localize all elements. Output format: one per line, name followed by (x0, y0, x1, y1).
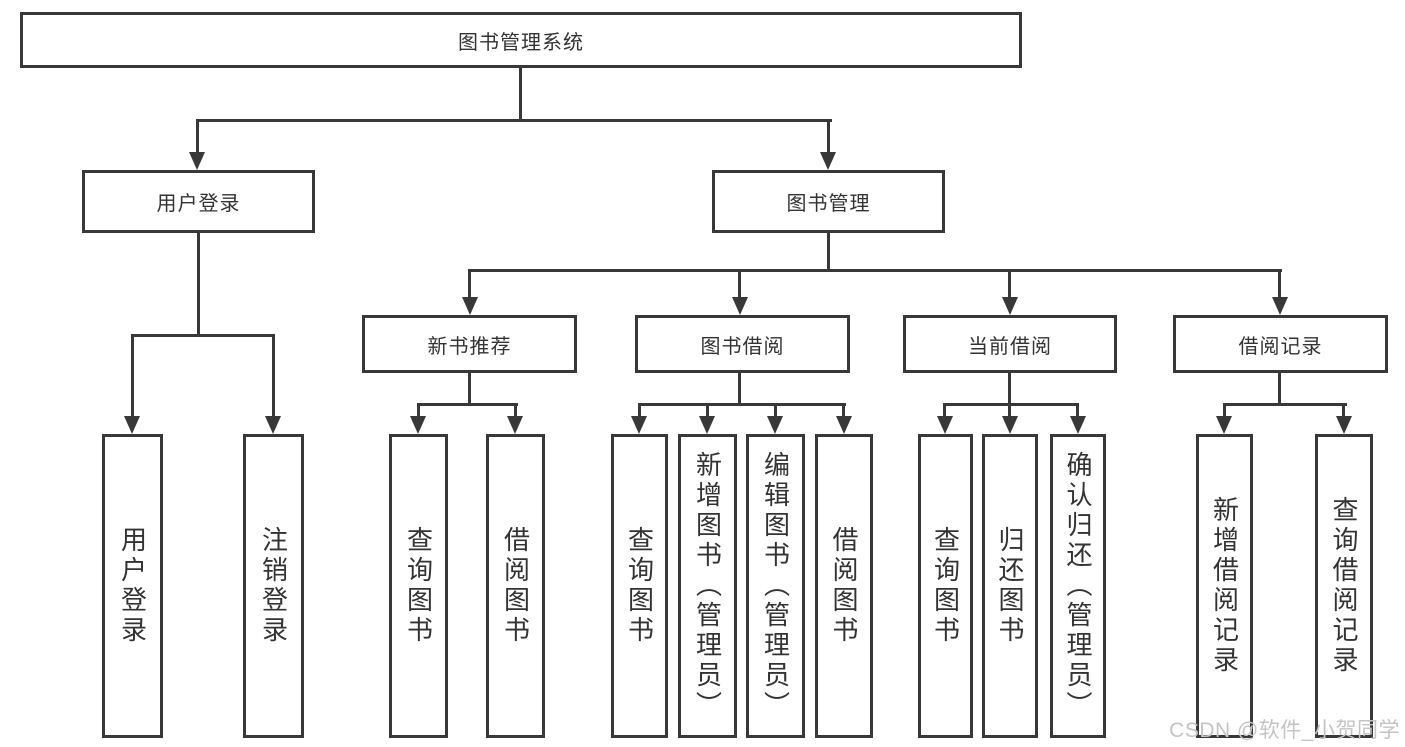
node-label: 用户登录 (117, 526, 148, 646)
arrowhead (124, 416, 140, 434)
node-label: 图书借阅 (700, 335, 785, 358)
connector-line (1223, 403, 1347, 406)
leaf-borrow-books-borrowing: 借阅图书 (815, 434, 873, 738)
node-label: 查询图书 (624, 526, 655, 646)
node-label: 注销登录 (258, 526, 289, 646)
connector-line (468, 373, 471, 406)
connector-line (468, 269, 471, 299)
connector-line (272, 334, 275, 418)
node-label: 借阅记录 (1238, 335, 1323, 358)
arrowhead (265, 416, 281, 434)
node-label: 归还图书 (995, 526, 1025, 646)
leaf-query-books-current: 查询图书 (918, 434, 973, 738)
leaf-add-books-admin: 新增图书（管理员） (678, 434, 737, 738)
connector-line (943, 403, 1079, 406)
connector-line (1076, 403, 1079, 418)
connector-line (827, 233, 830, 271)
arrowhead (836, 416, 852, 434)
arrowhead (1002, 297, 1018, 315)
arrowhead (1216, 416, 1232, 434)
leaf-return-books: 归还图书 (982, 434, 1038, 738)
connector-line (417, 403, 420, 418)
arrowhead (410, 416, 426, 434)
node-label: 图书管理 (786, 193, 871, 215)
arrowhead (937, 416, 953, 434)
connector-line (514, 403, 517, 418)
connector-line (1278, 373, 1281, 406)
node-label: 新书推荐 (427, 335, 512, 358)
node-label: 查询借阅记录 (1329, 496, 1359, 676)
leaf-add-borrow-record: 新增借阅记录 (1196, 434, 1253, 738)
connector-line (131, 334, 134, 418)
node-label: 查询图书 (403, 526, 434, 646)
arrowhead (1070, 416, 1086, 434)
arrowhead (1272, 297, 1288, 315)
connector-line (417, 403, 518, 406)
node-library-management-system: 图书管理系统 (20, 12, 1022, 68)
connector-line (638, 403, 846, 406)
connector-line (196, 119, 199, 154)
node-book-management: 图书管理 (712, 170, 945, 233)
connector-line (1008, 403, 1011, 418)
connector-line (706, 403, 709, 418)
arrowhead (732, 297, 748, 315)
leaf-query-books-recommend: 查询图书 (389, 434, 448, 738)
node-current-borrowing: 当前借阅 (903, 315, 1117, 373)
node-label: 借阅图书 (500, 526, 531, 646)
arrowhead (462, 297, 478, 315)
node-label: 当前借阅 (968, 335, 1052, 358)
arrowhead (767, 416, 783, 434)
connector-line (1342, 403, 1345, 418)
connector-line (1278, 269, 1281, 299)
leaf-confirm-return-admin: 确认归还（管理员） (1050, 434, 1106, 738)
connector-line (842, 403, 845, 418)
leaf-logout: 注销登录 (243, 434, 304, 738)
node-label: 编辑图书（管理员） (760, 451, 791, 721)
connector-line (1008, 269, 1011, 299)
node-label: 借阅图书 (829, 526, 859, 646)
connector-line (196, 119, 832, 122)
node-label: 用户登录 (156, 193, 241, 215)
connector-line (738, 373, 741, 406)
node-label: 新增图书（管理员） (692, 451, 723, 721)
connector-line (1223, 403, 1226, 418)
connector-line (469, 269, 1282, 272)
leaf-query-borrow-record: 查询借阅记录 (1315, 434, 1373, 738)
leaf-query-books-borrowing: 查询图书 (611, 434, 668, 738)
connector-line (519, 66, 522, 121)
node-user-login: 用户登录 (82, 170, 315, 233)
connector-line (827, 119, 830, 154)
connector-line (197, 233, 200, 336)
leaf-edit-books-admin: 编辑图书（管理员） (746, 434, 805, 738)
node-borrowing-records: 借阅记录 (1173, 315, 1388, 373)
connector-line (738, 269, 741, 299)
leaf-borrow-books-recommend: 借阅图书 (486, 434, 545, 738)
node-label: 新增借阅记录 (1209, 496, 1240, 676)
connector-line (1008, 373, 1011, 406)
arrowhead (820, 152, 836, 170)
arrowhead (699, 416, 715, 434)
leaf-user-login: 用户登录 (102, 434, 163, 738)
node-label: 图书管理系统 (458, 31, 584, 54)
node-label: 查询图书 (930, 526, 961, 646)
node-label: 确认归还（管理员） (1063, 451, 1093, 721)
csdn-watermark: CSDN @软件_小贺同学 (1169, 719, 1400, 742)
arrowhead (631, 416, 647, 434)
connector-line (943, 403, 946, 418)
arrowhead (1336, 416, 1352, 434)
connector-line (774, 403, 777, 418)
arrowhead (1002, 416, 1018, 434)
connector-line (638, 403, 641, 418)
node-book-borrowing: 图书借阅 (635, 315, 850, 373)
connector-line (131, 334, 275, 337)
arrowhead (189, 152, 205, 170)
arrowhead (507, 416, 523, 434)
node-new-book-recommendation: 新书推荐 (362, 315, 577, 373)
